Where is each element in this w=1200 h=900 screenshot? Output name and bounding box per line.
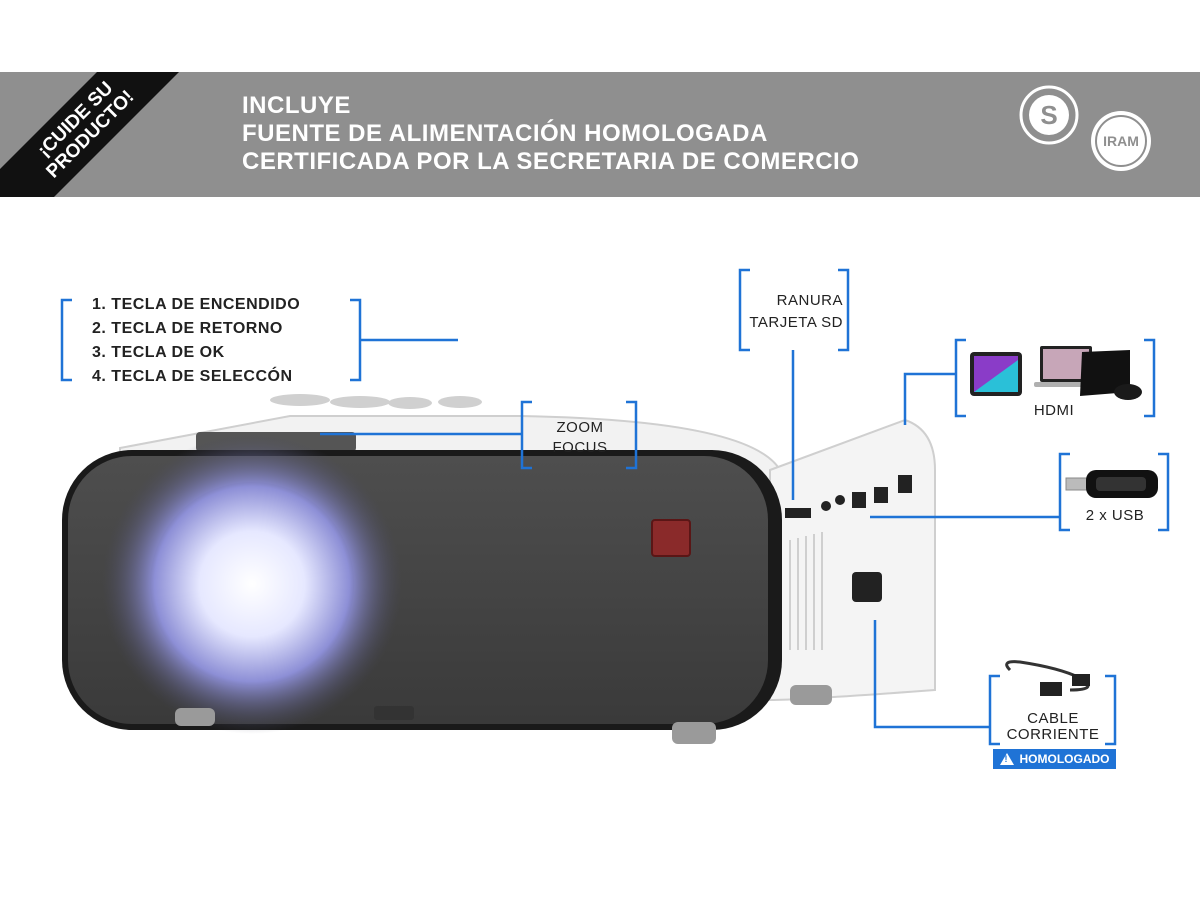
- sd-line-2: TARJETA SD: [749, 314, 843, 331]
- keys-callout: 1. TECLA DE ENCENDIDO 2. TECLA DE RETORN…: [92, 293, 300, 389]
- headline: INCLUYE FUENTE DE ALIMENTACIÓN HOMOLOGAD…: [242, 92, 859, 176]
- sd-line-1: RANURA: [776, 292, 843, 309]
- sd-callout: RANURA TARJETA SD: [743, 290, 843, 334]
- foot-center: [374, 706, 414, 720]
- usb-label: 2 x USB: [1085, 507, 1145, 524]
- foot-left: [175, 708, 215, 726]
- zoom-line-2: FOCUS: [552, 439, 608, 456]
- homologado-badge: HOMOLOGADO: [993, 749, 1116, 769]
- seguridad-seal-icon: S: [1019, 85, 1079, 145]
- zoom-line-1: ZOOM: [556, 419, 604, 436]
- top-keys: [270, 394, 482, 409]
- lens-light: [102, 434, 402, 734]
- connector-lines: [60, 268, 1170, 746]
- key-4-label: 4. TECLA DE SELECCÓN: [92, 368, 293, 385]
- tablet-icon: [970, 352, 1022, 396]
- key-1-label: 1. TECLA DE ENCENDIDO: [92, 296, 301, 313]
- top-banner: ¡CUIDE SU PRODUCTO! INCLUYE FUENTE DE AL…: [0, 72, 1200, 197]
- warning-icon: [999, 753, 1014, 765]
- seal-s-letter: S: [1040, 100, 1057, 130]
- zoom-callout: ZOOM FOCUS: [527, 418, 633, 458]
- key-2-label: 2. TECLA DE RETORNO: [92, 320, 283, 337]
- side-ports: [785, 475, 912, 602]
- ir-sensor: [651, 519, 691, 557]
- hdmi-label: HDMI: [1033, 402, 1075, 419]
- usb-stick-icon: [1065, 470, 1158, 498]
- laptop-icon: [1034, 346, 1098, 387]
- foot-back: [790, 685, 832, 705]
- key-3-label: 3. TECLA DE OK: [92, 344, 225, 361]
- console-icon: [1080, 350, 1142, 400]
- seal-iram-label: IRAM: [1103, 133, 1139, 149]
- projector-side: [769, 418, 936, 702]
- headline-line-2: FUENTE DE ALIMENTACIÓN HOMOLOGADA: [242, 120, 768, 147]
- headline-line-3: CERTIFICADA POR LA SECRETARIA DE COMERCI…: [242, 148, 860, 175]
- cable-line-2: CORRIENTE: [1006, 726, 1100, 743]
- headline-line-1: INCLUYE: [242, 92, 351, 119]
- badge-label: HOMOLOGADO: [1019, 752, 1110, 766]
- cable-line-1: CABLE: [1027, 710, 1079, 727]
- iram-seal-icon: IRAM: [1091, 111, 1151, 171]
- power-cable-icon: [1005, 660, 1090, 696]
- foot-right: [672, 722, 716, 744]
- cable-callout: CABLE CORRIENTE: [1000, 711, 1106, 743]
- side-vents: [789, 532, 823, 650]
